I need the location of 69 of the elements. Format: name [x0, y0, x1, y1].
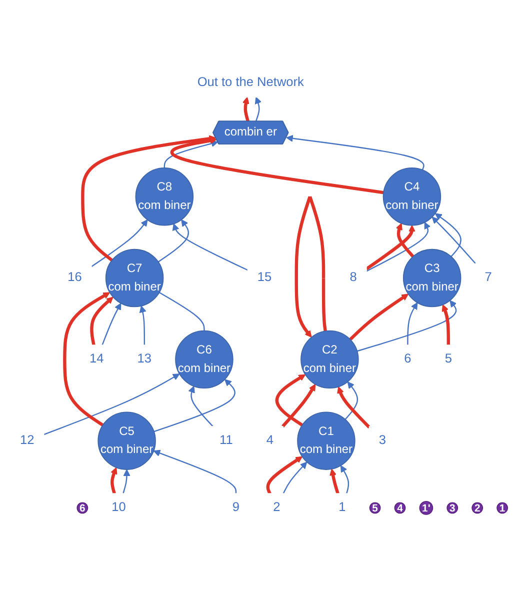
node-text: 3: [378, 433, 386, 447]
node-text: 16: [68, 270, 82, 284]
node-circle: C3 com biner: [402, 248, 462, 307]
arrow: [254, 96, 262, 122]
node-text: 10: [112, 500, 126, 514]
arrow: [442, 304, 450, 345]
node-text: 13: [137, 352, 152, 366]
arrow: [294, 196, 327, 338]
arrow: [330, 468, 340, 494]
arrow: [366, 222, 431, 272]
arrow: [434, 212, 462, 257]
node-text: 12: [20, 433, 34, 447]
arrow: [356, 300, 457, 352]
node-circle: 1: [496, 502, 508, 514]
arrow: [266, 456, 303, 494]
arrow: [154, 378, 236, 432]
node-circle: 6: [76, 502, 88, 514]
arrow: [81, 134, 216, 262]
node-text: 1: [338, 500, 346, 514]
arrow: [91, 219, 148, 267]
arrow: [407, 302, 418, 345]
node-text: Out to the Network: [197, 75, 304, 89]
node-circle: 5: [369, 502, 381, 514]
node-text: 7: [484, 270, 492, 284]
node-circle: C7 com biner: [105, 248, 164, 307]
arrow: [344, 381, 358, 420]
arrow: [170, 136, 384, 194]
arrow: [164, 140, 218, 168]
arrow: [242, 96, 250, 122]
arrow: [153, 449, 237, 494]
node-circle: C6 com biner: [175, 330, 234, 388]
arrow: [275, 374, 306, 426]
node-text: 14: [90, 352, 104, 366]
node-text: 4: [266, 433, 274, 447]
arrow: [158, 219, 189, 262]
arrow: [282, 461, 308, 494]
arrow: [44, 373, 180, 435]
node-circle: C2 com biner: [300, 330, 359, 388]
node-circle: 3: [446, 502, 458, 514]
arrow: [396, 222, 414, 258]
node-circle: 4: [394, 502, 406, 514]
node-text: 11: [220, 433, 233, 447]
node-text: 5: [444, 352, 452, 366]
node-text: 8: [350, 270, 357, 284]
node-text: 6: [404, 352, 412, 366]
node-circle: 1': [419, 500, 434, 514]
arrow: [337, 386, 370, 428]
node-circle: 2: [472, 502, 484, 514]
arrow: [282, 384, 316, 428]
arrow: [366, 224, 416, 270]
arrow: [102, 302, 122, 345]
arrow: [63, 292, 110, 426]
connector: [159, 292, 205, 330]
arrow: [349, 293, 409, 340]
arrow: [432, 216, 476, 264]
node-circle: C1 com biner: [297, 411, 356, 470]
node-circle: C8 com biner: [135, 167, 194, 226]
arrow: [139, 305, 146, 345]
node-text: 9: [232, 500, 240, 514]
node-text: 15: [257, 270, 272, 284]
arrow: [110, 466, 118, 494]
arrow: [90, 296, 114, 345]
arrow: [340, 464, 350, 494]
arrow: [122, 468, 130, 494]
node-circle: C5 com biner: [98, 411, 156, 470]
arrow: [188, 386, 214, 426]
arrow: [172, 223, 248, 270]
node-text: 2: [273, 500, 280, 514]
node-circle: C4 com biner: [382, 167, 442, 226]
